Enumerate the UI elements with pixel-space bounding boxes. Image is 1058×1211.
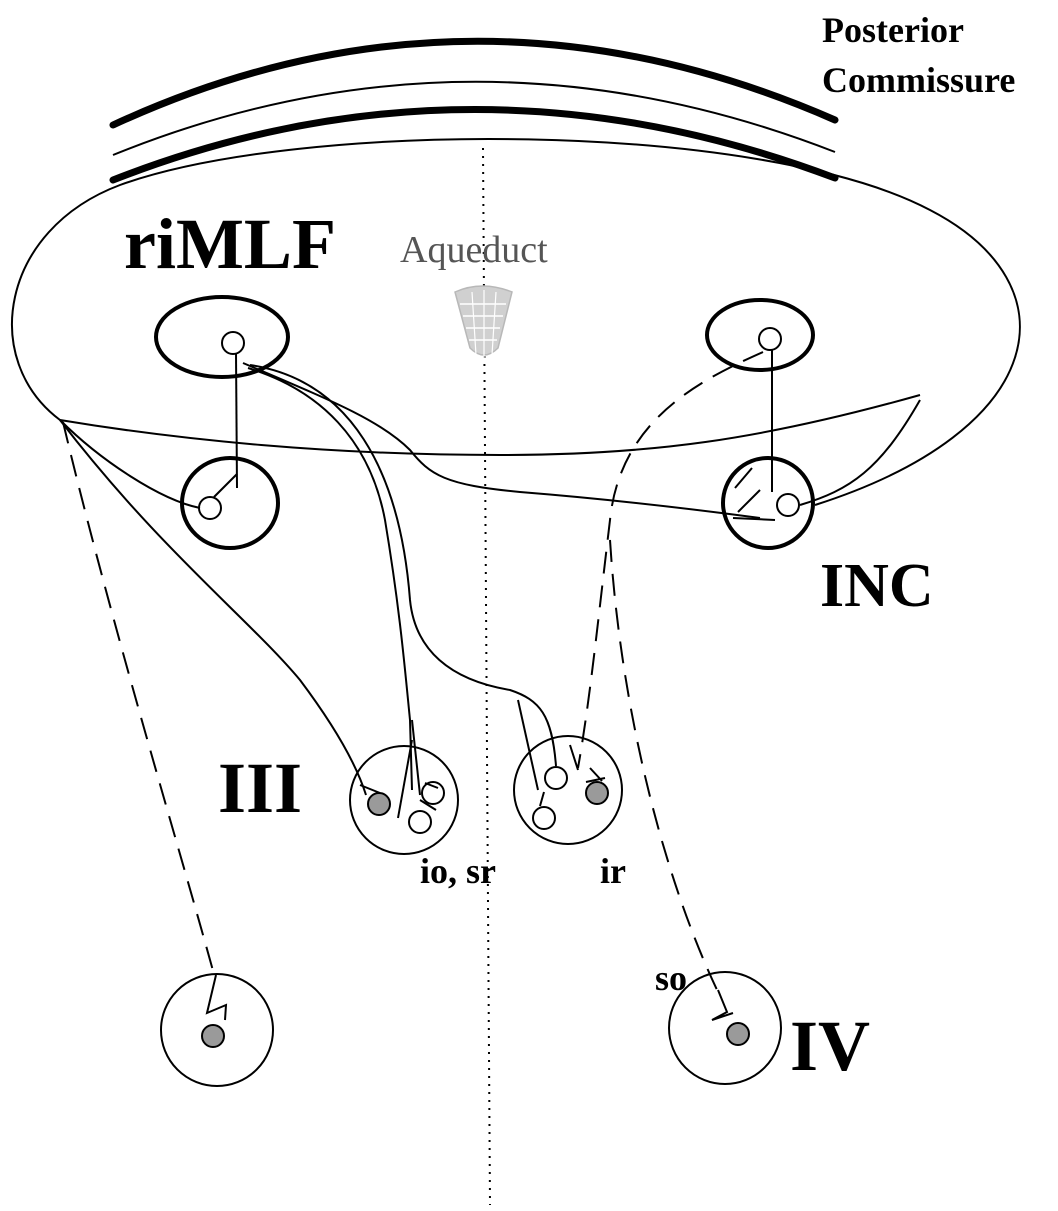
aqueduct-shape [454, 285, 513, 358]
inc-left-nucleus [180, 456, 280, 550]
rimlf-right-neuron [758, 327, 782, 351]
inc-right-neuron [776, 493, 800, 517]
rimlf-left-nucleus [154, 295, 290, 379]
posterior-commissure-label-line2: Commissure [822, 60, 1015, 100]
so-label: so [655, 958, 687, 998]
rimlf-right-nucleus [705, 298, 815, 372]
iii-right-neuron-a [544, 766, 568, 790]
aqueduct-label: Aqueduct [400, 229, 548, 271]
iii-left-neuron-a [421, 781, 445, 805]
iv-left-shaded-neuron [201, 1024, 225, 1048]
inc-right-nucleus [721, 456, 815, 550]
iii-left-neuron-b [408, 810, 432, 834]
excitatory-projections [59, 350, 921, 1021]
posterior-commissure [109, 37, 839, 184]
iii-right-shaded-neuron [585, 781, 609, 805]
inhibitory-projections [62, 351, 764, 993]
iv-label: IV [790, 1006, 870, 1086]
iv-right-shaded-neuron [726, 1022, 750, 1046]
iv-right-nucleus [668, 971, 782, 1085]
iii-right-neuron-b [532, 806, 556, 830]
rimlf-left-neuron [221, 331, 245, 355]
iii-left-nucleus [349, 745, 459, 855]
iii-right-nucleus [513, 735, 623, 845]
rimlf-label: riMLF [124, 204, 336, 284]
midbrain-outline-lower [59, 394, 921, 457]
midbrain-outline [11, 138, 1021, 506]
iii-left-shaded-neuron [367, 792, 391, 816]
posterior-commissure-label-line1: Posterior [822, 10, 964, 50]
iii-label: III [218, 748, 302, 828]
inc-label: INC [820, 552, 934, 620]
io-sr-label: io, sr [420, 851, 496, 891]
inc-left-neuron [198, 496, 222, 520]
ir-label: ir [600, 851, 626, 891]
iv-left-nucleus [160, 973, 274, 1087]
